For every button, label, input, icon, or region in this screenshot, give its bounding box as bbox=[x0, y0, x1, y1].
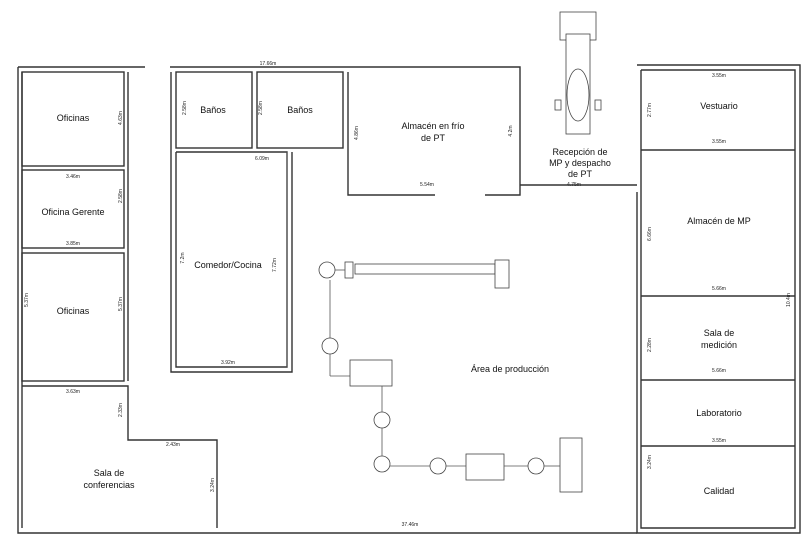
room-label: Almacén de MP bbox=[687, 216, 751, 226]
dimension-label: 2.33m bbox=[118, 403, 124, 417]
truck-icon bbox=[554, 11, 602, 135]
dimension-label: 5.37m bbox=[24, 293, 30, 307]
dimension-label: 3.55m bbox=[712, 438, 726, 444]
dimension-label: 17.66m bbox=[260, 61, 277, 67]
dimension-label: 4.75m bbox=[567, 182, 581, 188]
dimension-label: 6.66m bbox=[647, 227, 653, 241]
dimension-label: 2.28m bbox=[647, 338, 653, 352]
room-label: Baños bbox=[200, 105, 226, 115]
room-label: Oficinas bbox=[57, 306, 90, 316]
dimension-label: 5.66m bbox=[712, 368, 726, 374]
dimension-label: 3.55m bbox=[712, 139, 726, 145]
dimension-label: 3.55m bbox=[712, 73, 726, 79]
dimension-label: 37.46m bbox=[402, 522, 419, 528]
dimension-label: 3.24m bbox=[647, 455, 653, 469]
dimension-label: 2.58m bbox=[258, 101, 264, 115]
dimension-label: 5.66m bbox=[712, 286, 726, 292]
center-top-rooms bbox=[170, 71, 344, 373]
room-label: Vestuario bbox=[700, 101, 738, 111]
dimension-label: 5.54m bbox=[420, 182, 434, 188]
room-label: de PT bbox=[421, 133, 446, 143]
area-label: Área de producción bbox=[471, 364, 549, 374]
room-label: Almacén en frío bbox=[401, 121, 464, 131]
dimension-label: 4.2m bbox=[508, 125, 514, 136]
room-label: de PT bbox=[568, 169, 593, 179]
dimension-label: 3.24m bbox=[210, 478, 216, 492]
right-rooms bbox=[641, 149, 795, 447]
dimension-label: 3.85m bbox=[66, 241, 80, 247]
room-label: Oficina Gerente bbox=[41, 207, 104, 217]
room-label: Oficinas bbox=[57, 113, 90, 123]
room-label: conferencias bbox=[83, 480, 135, 490]
outer-walls bbox=[17, 64, 801, 534]
room-label: Calidad bbox=[704, 486, 735, 496]
dimension-label: 2.77m bbox=[647, 103, 653, 117]
dimension-label: 7.72m bbox=[272, 258, 278, 272]
room-label: Comedor/Cocina bbox=[194, 260, 262, 270]
dimension-label: 3.63m bbox=[66, 389, 80, 395]
dimension-label: 5.37m bbox=[118, 297, 124, 311]
room-label: Sala de bbox=[94, 468, 125, 478]
room-label: Sala de bbox=[704, 328, 735, 338]
left-rooms bbox=[21, 71, 218, 528]
dimension-label: 2.43m bbox=[166, 442, 180, 448]
dimension-label: 4.63m bbox=[118, 111, 124, 125]
dimension-label: 2.58m bbox=[118, 189, 124, 203]
dimension-label: 3.46m bbox=[66, 174, 80, 180]
dimension-label: 7.2m bbox=[180, 252, 186, 263]
room-label: Baños bbox=[287, 105, 313, 115]
dimension-label: 10.4m bbox=[786, 293, 792, 307]
dimension-label: 3.92m bbox=[221, 360, 235, 366]
dimension-label: 4.86m bbox=[354, 126, 360, 140]
room-label: Laboratorio bbox=[696, 408, 742, 418]
room-label: medición bbox=[701, 340, 737, 350]
dimension-label: 2.58m bbox=[182, 101, 188, 115]
room-label: MP y despacho bbox=[549, 158, 611, 168]
production-line bbox=[318, 259, 583, 493]
dimension-label: 6.09m bbox=[255, 156, 269, 162]
room-label: Recepción de bbox=[552, 147, 607, 157]
